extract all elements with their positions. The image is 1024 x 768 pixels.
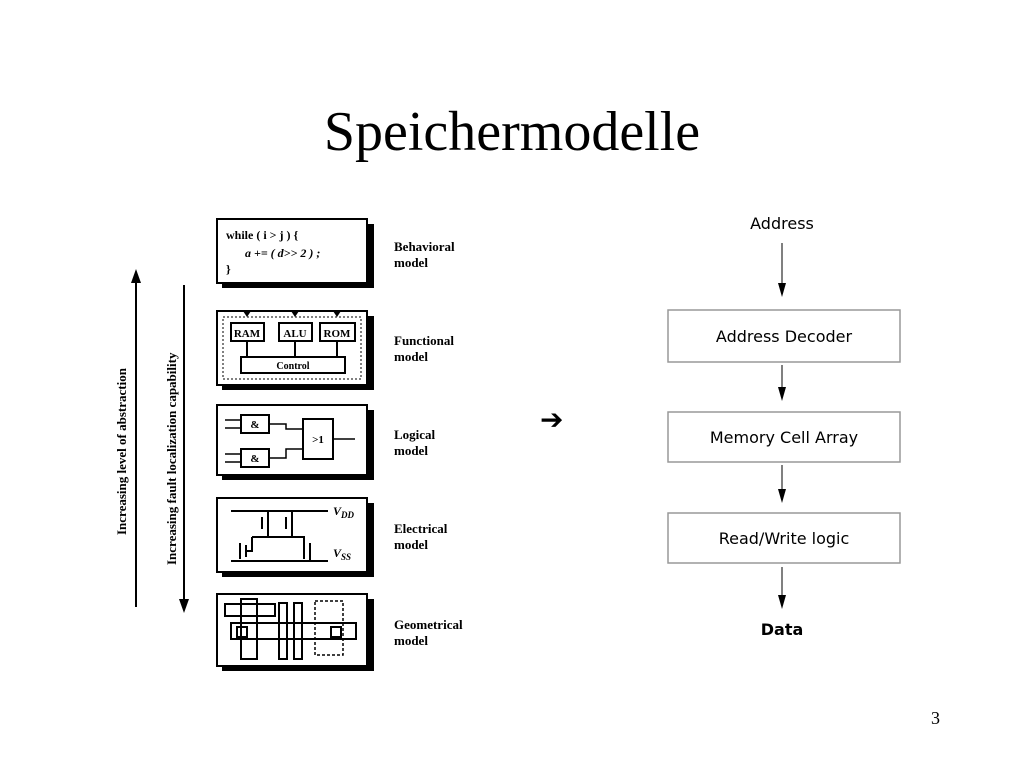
and-gate-1-label: & bbox=[250, 419, 259, 431]
or-gate-label: >1 bbox=[312, 434, 324, 446]
ram-label: RAM bbox=[234, 328, 261, 340]
memory-cell-array-label: Memory Cell Array bbox=[710, 428, 858, 447]
alu-label: ALU bbox=[283, 328, 306, 340]
page-number: 3 bbox=[931, 708, 940, 728]
abstraction-axis: Increasing level of abstraction bbox=[114, 269, 141, 607]
memory-block-diagram: Address Address Decoder Memory Cell Arra… bbox=[660, 205, 910, 650]
control-block bbox=[240, 356, 346, 374]
read-write-logic-block bbox=[667, 512, 901, 564]
behavioral-model-box: while ( i > j ) { a += ( d>> 2 ) ; } bbox=[216, 218, 374, 288]
electrical-label: Electrical bbox=[394, 521, 448, 536]
electrical-label-2: model bbox=[394, 537, 428, 552]
data-output-label: Data bbox=[761, 620, 804, 639]
and-gate-2-label: & bbox=[250, 453, 259, 465]
behavioral-label-2: model bbox=[394, 255, 428, 270]
logical-label: Logical bbox=[394, 427, 436, 442]
fault-axis-label: Increasing fault localization capability bbox=[164, 352, 179, 565]
functional-model-box: RAM ALU ROM Control bbox=[216, 310, 374, 390]
model-hierarchy-figure: Increasing level of abstraction Increasi… bbox=[100, 205, 490, 690]
address-decoder-block bbox=[667, 309, 901, 363]
code-line-1: while ( i > j ) { bbox=[226, 228, 298, 242]
vdd-label: VDD bbox=[333, 504, 355, 520]
geometrical-label-2: model bbox=[394, 633, 428, 648]
memory-block-svg: Address Address Decoder Memory Cell Arra… bbox=[667, 214, 901, 639]
arrow-right-icon: ➔ bbox=[540, 403, 564, 436]
read-write-logic-label: Read/Write logic bbox=[719, 529, 850, 548]
geometrical-model-box bbox=[216, 593, 374, 671]
address-input-label: Address bbox=[750, 214, 814, 233]
functional-label: Functional bbox=[394, 333, 454, 348]
logical-label-2: model bbox=[394, 443, 428, 458]
functional-label-2: model bbox=[394, 349, 428, 364]
model-hierarchy-svg: Increasing level of abstraction Increasi… bbox=[114, 218, 463, 671]
code-line-3: } bbox=[226, 262, 231, 276]
electrical-model-box: VDD VSS bbox=[216, 497, 374, 577]
code-line-2: a += ( d>> 2 ) ; bbox=[245, 246, 320, 260]
slide-title: Speichermodelle bbox=[323, 101, 701, 163]
control-label: Control bbox=[276, 361, 309, 372]
behavioral-label: Behavioral bbox=[394, 239, 455, 254]
geometrical-label: Geometrical bbox=[394, 617, 463, 632]
rom-label: ROM bbox=[324, 328, 352, 340]
vss-label: VSS bbox=[333, 546, 351, 562]
address-decoder-label: Address Decoder bbox=[716, 327, 853, 346]
fault-axis: Increasing fault localization capability bbox=[164, 285, 189, 613]
or-gate bbox=[302, 418, 334, 460]
abstraction-axis-label: Increasing level of abstraction bbox=[114, 367, 129, 535]
memory-cell-array-block bbox=[667, 411, 901, 463]
logical-model-box: & & >1 bbox=[216, 404, 374, 480]
